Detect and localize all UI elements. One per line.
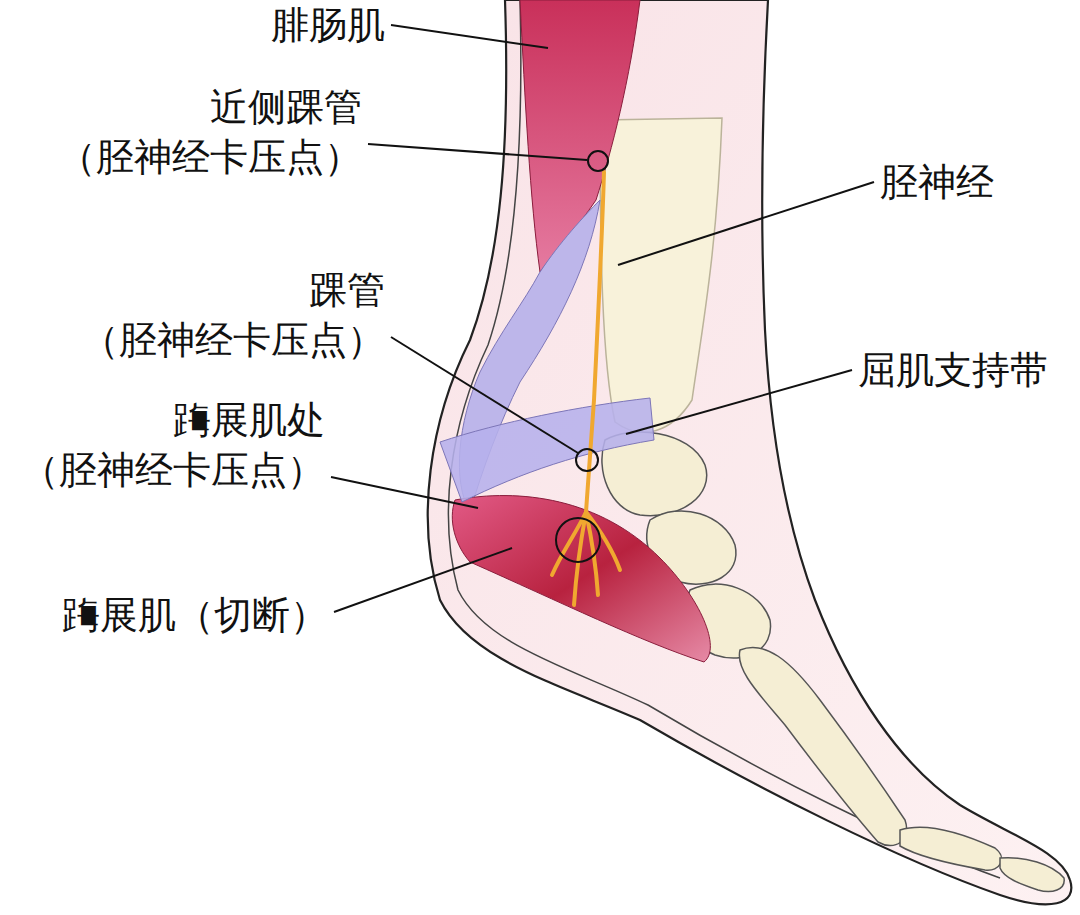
leader-line bbox=[331, 477, 478, 508]
leader-line bbox=[368, 144, 587, 160]
part-label: 胫神经 bbox=[880, 157, 994, 207]
leader-line bbox=[626, 370, 852, 434]
tibia-bone bbox=[600, 118, 722, 432]
part-label: 踇展肌处 （胫神经卡压点） bbox=[5, 395, 325, 495]
foot-bones bbox=[602, 432, 1064, 891]
entrapment-circle bbox=[556, 151, 608, 562]
part-label: 近侧踝管 （胫神经卡压点） bbox=[42, 82, 362, 182]
leader-lines bbox=[331, 25, 874, 612]
abductor-hallucis-muscle bbox=[452, 496, 710, 662]
flexor-retinaculum bbox=[440, 398, 654, 502]
leader-line bbox=[391, 337, 578, 453]
leader-line bbox=[391, 25, 548, 48]
part-label: 踝管 （胫神经卡压点） bbox=[65, 265, 385, 365]
leader-line bbox=[618, 182, 874, 265]
part-label: 踇展肌（切断） bbox=[62, 590, 328, 640]
part-label: 腓肠肌 bbox=[271, 0, 385, 50]
leader-line bbox=[334, 548, 512, 612]
part-label: 屈肌支持带 bbox=[858, 345, 1048, 395]
skin-outline bbox=[428, 0, 1072, 904]
tibial-nerve bbox=[552, 172, 620, 605]
